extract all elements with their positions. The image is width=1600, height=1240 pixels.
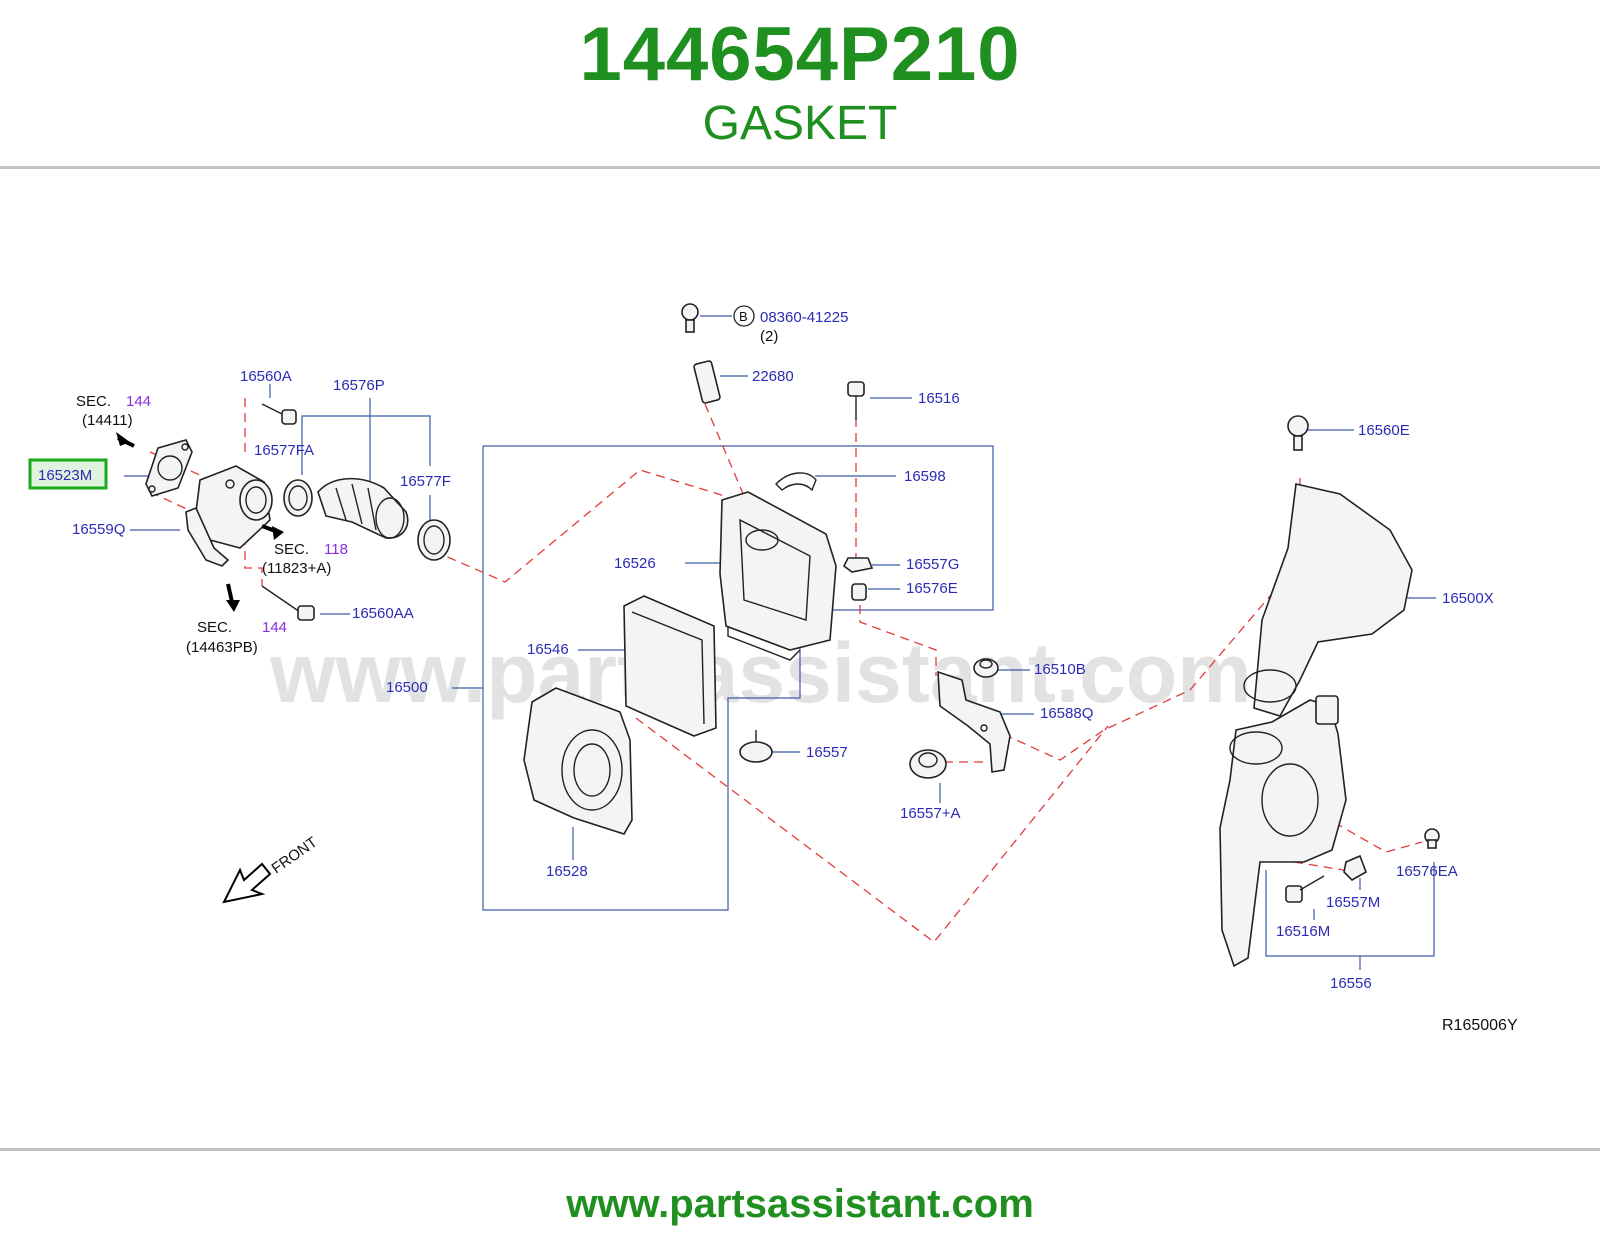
part-label-16516M[interactable]: 16516M — [1276, 923, 1330, 940]
part-bolt-16516 — [847, 381, 865, 420]
arrow-icon-sec-118 — [261, 524, 284, 540]
part-clamp-16577FA — [283, 479, 313, 517]
part-label-16577F[interactable]: 16577F — [400, 473, 451, 490]
part-name-subtitle: GASKET — [702, 97, 898, 150]
part-label-16556[interactable]: 16556 — [1330, 975, 1372, 992]
part-label-16560A[interactable]: 16560A — [240, 368, 292, 385]
part-hose-16576P — [317, 477, 409, 539]
diagram-code: R165006Y — [1442, 1017, 1518, 1034]
part-label-16557G[interactable]: 16557G — [906, 556, 959, 573]
part-throttle-body — [185, 465, 273, 567]
arrow-icon-sec-144-bottom — [226, 583, 240, 612]
footer-site-link[interactable]: www.partsassistant.com — [566, 1182, 1034, 1226]
section-3-number[interactable]: 144 — [262, 619, 287, 636]
leader-lines — [124, 315, 1436, 970]
part-upper-case-16526 — [719, 491, 837, 661]
part-label-16576P[interactable]: 16576P — [333, 377, 385, 394]
part-label-16528[interactable]: 16528 — [546, 863, 588, 880]
page-header: 144654P210 GASKET — [0, 0, 1600, 170]
part-lower-case-16528 — [523, 687, 633, 835]
front-label: FRONT — [269, 834, 321, 878]
part-gasket-16523M — [145, 439, 193, 497]
bolt-callout-code[interactable]: 08360-41225 — [760, 309, 848, 326]
part-bolt-16516M — [1285, 875, 1325, 903]
part-label-16577FA[interactable]: 16577FA — [254, 442, 314, 459]
part-grommet-16557M — [1343, 854, 1367, 881]
part-label-16500X[interactable]: 16500X — [1442, 590, 1494, 607]
section-2-ref: (11823+A) — [262, 560, 331, 577]
part-label-22680[interactable]: 22680 — [752, 368, 794, 385]
section-2-prefix: SEC. — [274, 541, 309, 558]
part-grommet-16557A — [909, 749, 947, 779]
part-clip-16560E — [1287, 415, 1309, 451]
footer-divider — [0, 1148, 1600, 1151]
section-1-number[interactable]: 144 — [126, 393, 151, 410]
header-divider — [0, 166, 1600, 169]
part-grommet-16510B — [973, 658, 999, 678]
section-1-ref: (14411) — [82, 412, 133, 429]
part-bolt-08360 — [681, 303, 699, 333]
part-label-16557M[interactable]: 16557M — [1326, 894, 1380, 911]
part-collar-16576EA — [1424, 828, 1440, 849]
part-label-16557[interactable]: 16557 — [806, 744, 848, 761]
part-label-16510B[interactable]: 16510B — [1034, 661, 1086, 678]
part-duct-16500X — [1243, 483, 1413, 717]
part-bracket-16588Q — [937, 670, 1011, 773]
part-number-title: 144654P210 — [579, 12, 1021, 97]
part-label-16546[interactable]: 16546 — [527, 641, 569, 658]
watermark-text: www.partsassistant.com — [269, 626, 1252, 720]
part-label-16559Q[interactable]: 16559Q — [72, 521, 125, 538]
part-label-16560AA[interactable]: 16560AA — [352, 605, 414, 622]
bolt-callout-qty: (2) — [760, 328, 778, 345]
part-label-16557A[interactable]: 16557+A — [900, 805, 960, 822]
part-clip-16598 — [775, 472, 817, 492]
part-clamp-16577F — [417, 519, 451, 561]
front-direction-arrow-icon — [222, 862, 272, 904]
part-label-16500[interactable]: 16500 — [386, 679, 428, 696]
part-label-16576EA[interactable]: 16576EA — [1396, 863, 1458, 880]
part-grommet-16557G — [842, 557, 874, 573]
part-bolt-16560A — [261, 403, 297, 425]
part-grommet-16557 — [739, 730, 773, 763]
part-bolt-16560AA — [261, 585, 315, 621]
bolt-callout-letter: B — [739, 309, 748, 324]
part-label-16576E[interactable]: 16576E — [906, 580, 958, 597]
part-sensor-22680 — [693, 360, 721, 404]
highlight-box — [28, 458, 108, 490]
part-filter-16546 — [623, 595, 717, 737]
part-label-16516[interactable]: 16516 — [918, 390, 960, 407]
section-3-ref: (14463PB) — [186, 639, 258, 656]
part-label-16526[interactable]: 16526 — [614, 555, 656, 572]
part-label-16588Q[interactable]: 16588Q — [1040, 705, 1093, 722]
arrow-icon-sec-144-top — [116, 432, 135, 448]
section-1-prefix: SEC. — [76, 393, 111, 410]
part-collar-16576E — [851, 583, 867, 601]
section-2-number[interactable]: 118 — [324, 541, 348, 558]
bolt-callout-circle — [733, 305, 755, 327]
part-label-16523M[interactable]: 16523M — [38, 467, 92, 484]
part-label-16598[interactable]: 16598 — [904, 468, 946, 485]
section-3-prefix: SEC. — [197, 619, 232, 636]
part-label-16560E[interactable]: 16560E — [1358, 422, 1410, 439]
part-resonator-16556 — [1219, 695, 1347, 968]
